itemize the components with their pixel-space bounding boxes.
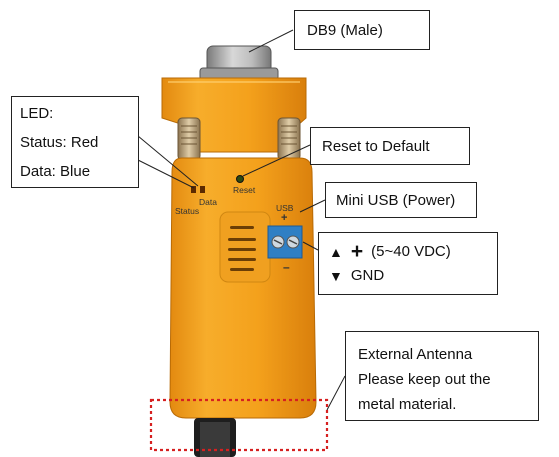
callout-power-voltage: (5~40 VDC) [371,243,451,260]
reset-button [236,175,244,183]
device-label-status: Status [175,206,200,216]
device-body [169,157,317,419]
callout-db9: DB9 (Male) [294,10,430,50]
callout-gnd-line: ▼ GND [329,264,487,288]
callout-led-status: Status: Red [20,134,99,151]
antenna-dashed-box [149,398,329,452]
callout-led: LED: Status: Red Data: Blue [11,96,139,188]
callout-db9-text: DB9 (Male) [307,22,383,39]
device-label-minus: – [283,260,290,274]
terminal-block [267,225,303,259]
callout-gnd-text: GND [350,267,385,284]
led-indicators [191,186,205,193]
plus-icon: + [350,240,364,263]
db9-connector [199,45,279,81]
thumb-screw-right [277,117,301,161]
callout-mini-usb: Mini USB (Power) [325,182,477,218]
callout-power-terminal: ▲ + (5~40 VDC) ▼ GND [318,232,498,295]
device-label-reset: Reset [233,185,256,195]
callout-reset: Reset to Default [310,127,470,165]
callout-antenna-line1: External Antenna [358,346,473,363]
callout-led-title: LED: [20,105,54,122]
antenna-base [194,418,236,457]
callout-antenna: External Antenna Please keep out the met… [345,331,539,421]
device-label-usb: USB [276,203,294,213]
callout-led-data: Data: Blue [20,163,91,180]
thumb-screw-left [177,117,201,161]
leader-lines [137,29,346,411]
device-label-data: Data [199,197,217,207]
triangle-down-icon: ▼ [329,268,343,284]
callout-reset-text: Reset to Default [322,138,430,155]
callout-antenna-line3: metal material. [358,396,457,413]
device-label-plus: + [281,212,288,224]
vent-slots [228,226,256,271]
callout-power-line: ▲ + (5~40 VDC) [329,240,487,264]
callout-mini-usb-text: Mini USB (Power) [336,192,456,209]
callout-antenna-line2: Please keep out the [358,371,491,388]
triangle-up-icon: ▲ [329,244,343,260]
